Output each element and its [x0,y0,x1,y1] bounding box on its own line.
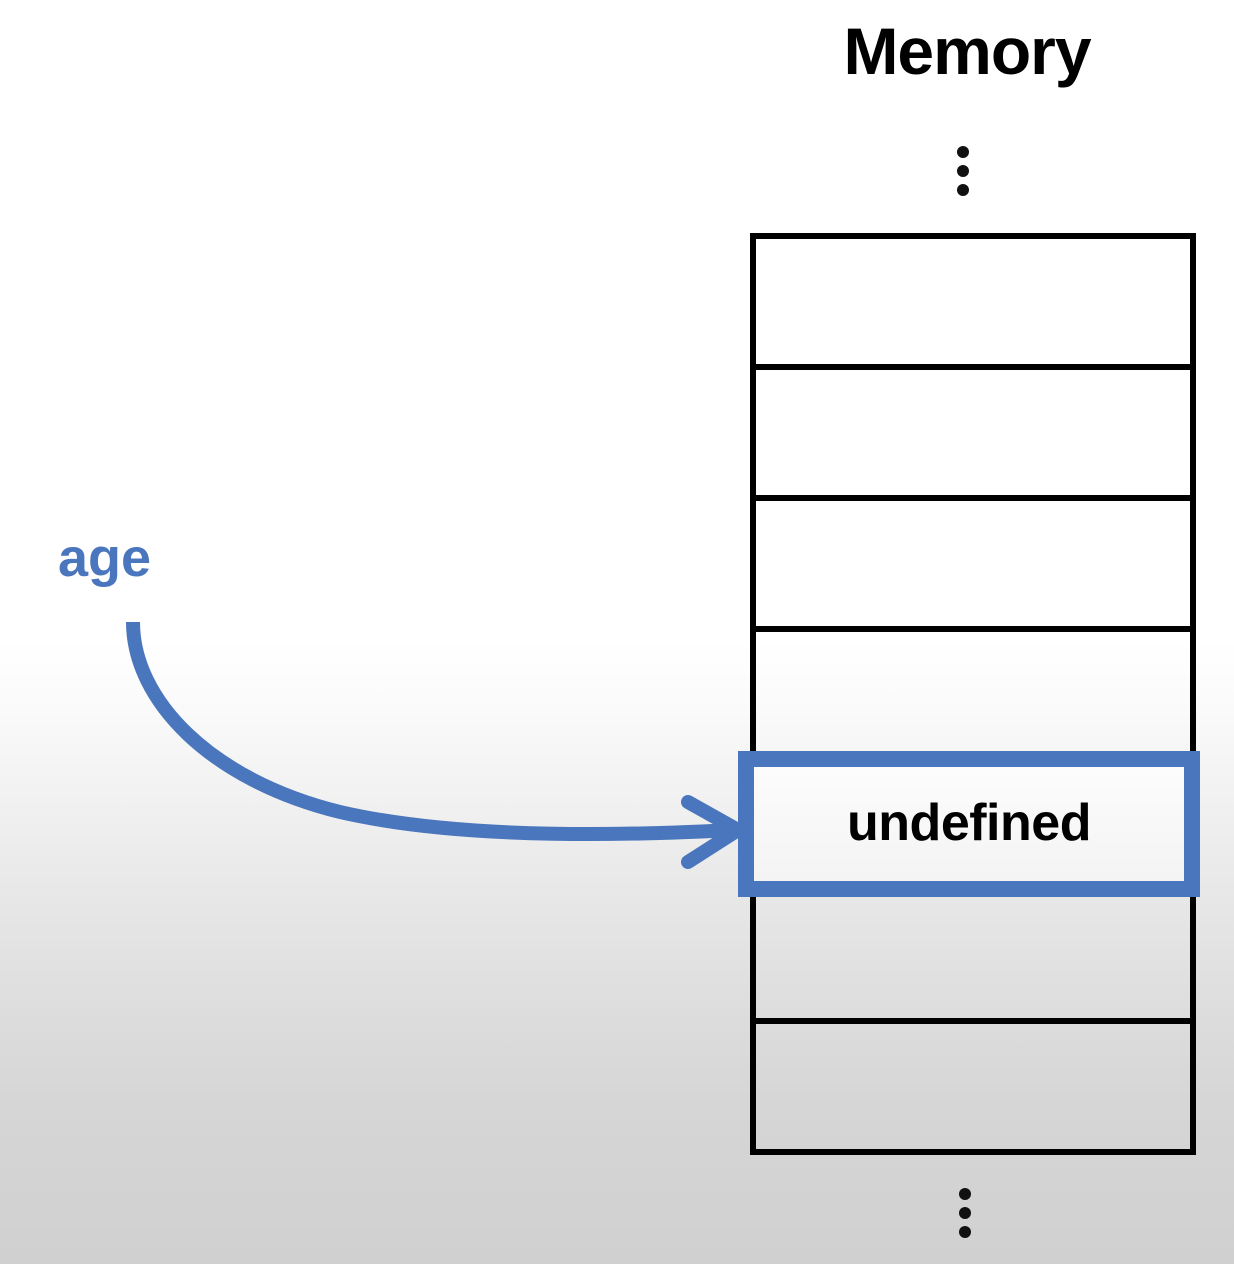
memory-cell [756,239,1190,370]
memory-cell [756,370,1190,501]
memory-column [750,233,1196,1155]
memory-cell [756,893,1190,1025]
page-title: Memory [843,14,1091,88]
memory-cell-value: undefined [847,794,1091,852]
ellipsis-dot [959,1207,971,1219]
memory-cell [756,1024,1190,1149]
ellipsis-dot [957,184,969,196]
ellipsis-dot [959,1226,971,1238]
ellipsis-dot [957,146,969,158]
variable-label-age: age [58,528,152,588]
vertical-ellipsis-icon-top [957,146,969,196]
vertical-ellipsis-icon-bottom [959,1188,971,1238]
ellipsis-dot [957,165,969,177]
highlighted-memory-cell: undefined [738,751,1200,897]
pointer-arrow-icon [126,621,752,869]
memory-cell [756,501,1190,632]
memory-cell [756,632,1190,763]
ellipsis-dot [959,1188,971,1200]
